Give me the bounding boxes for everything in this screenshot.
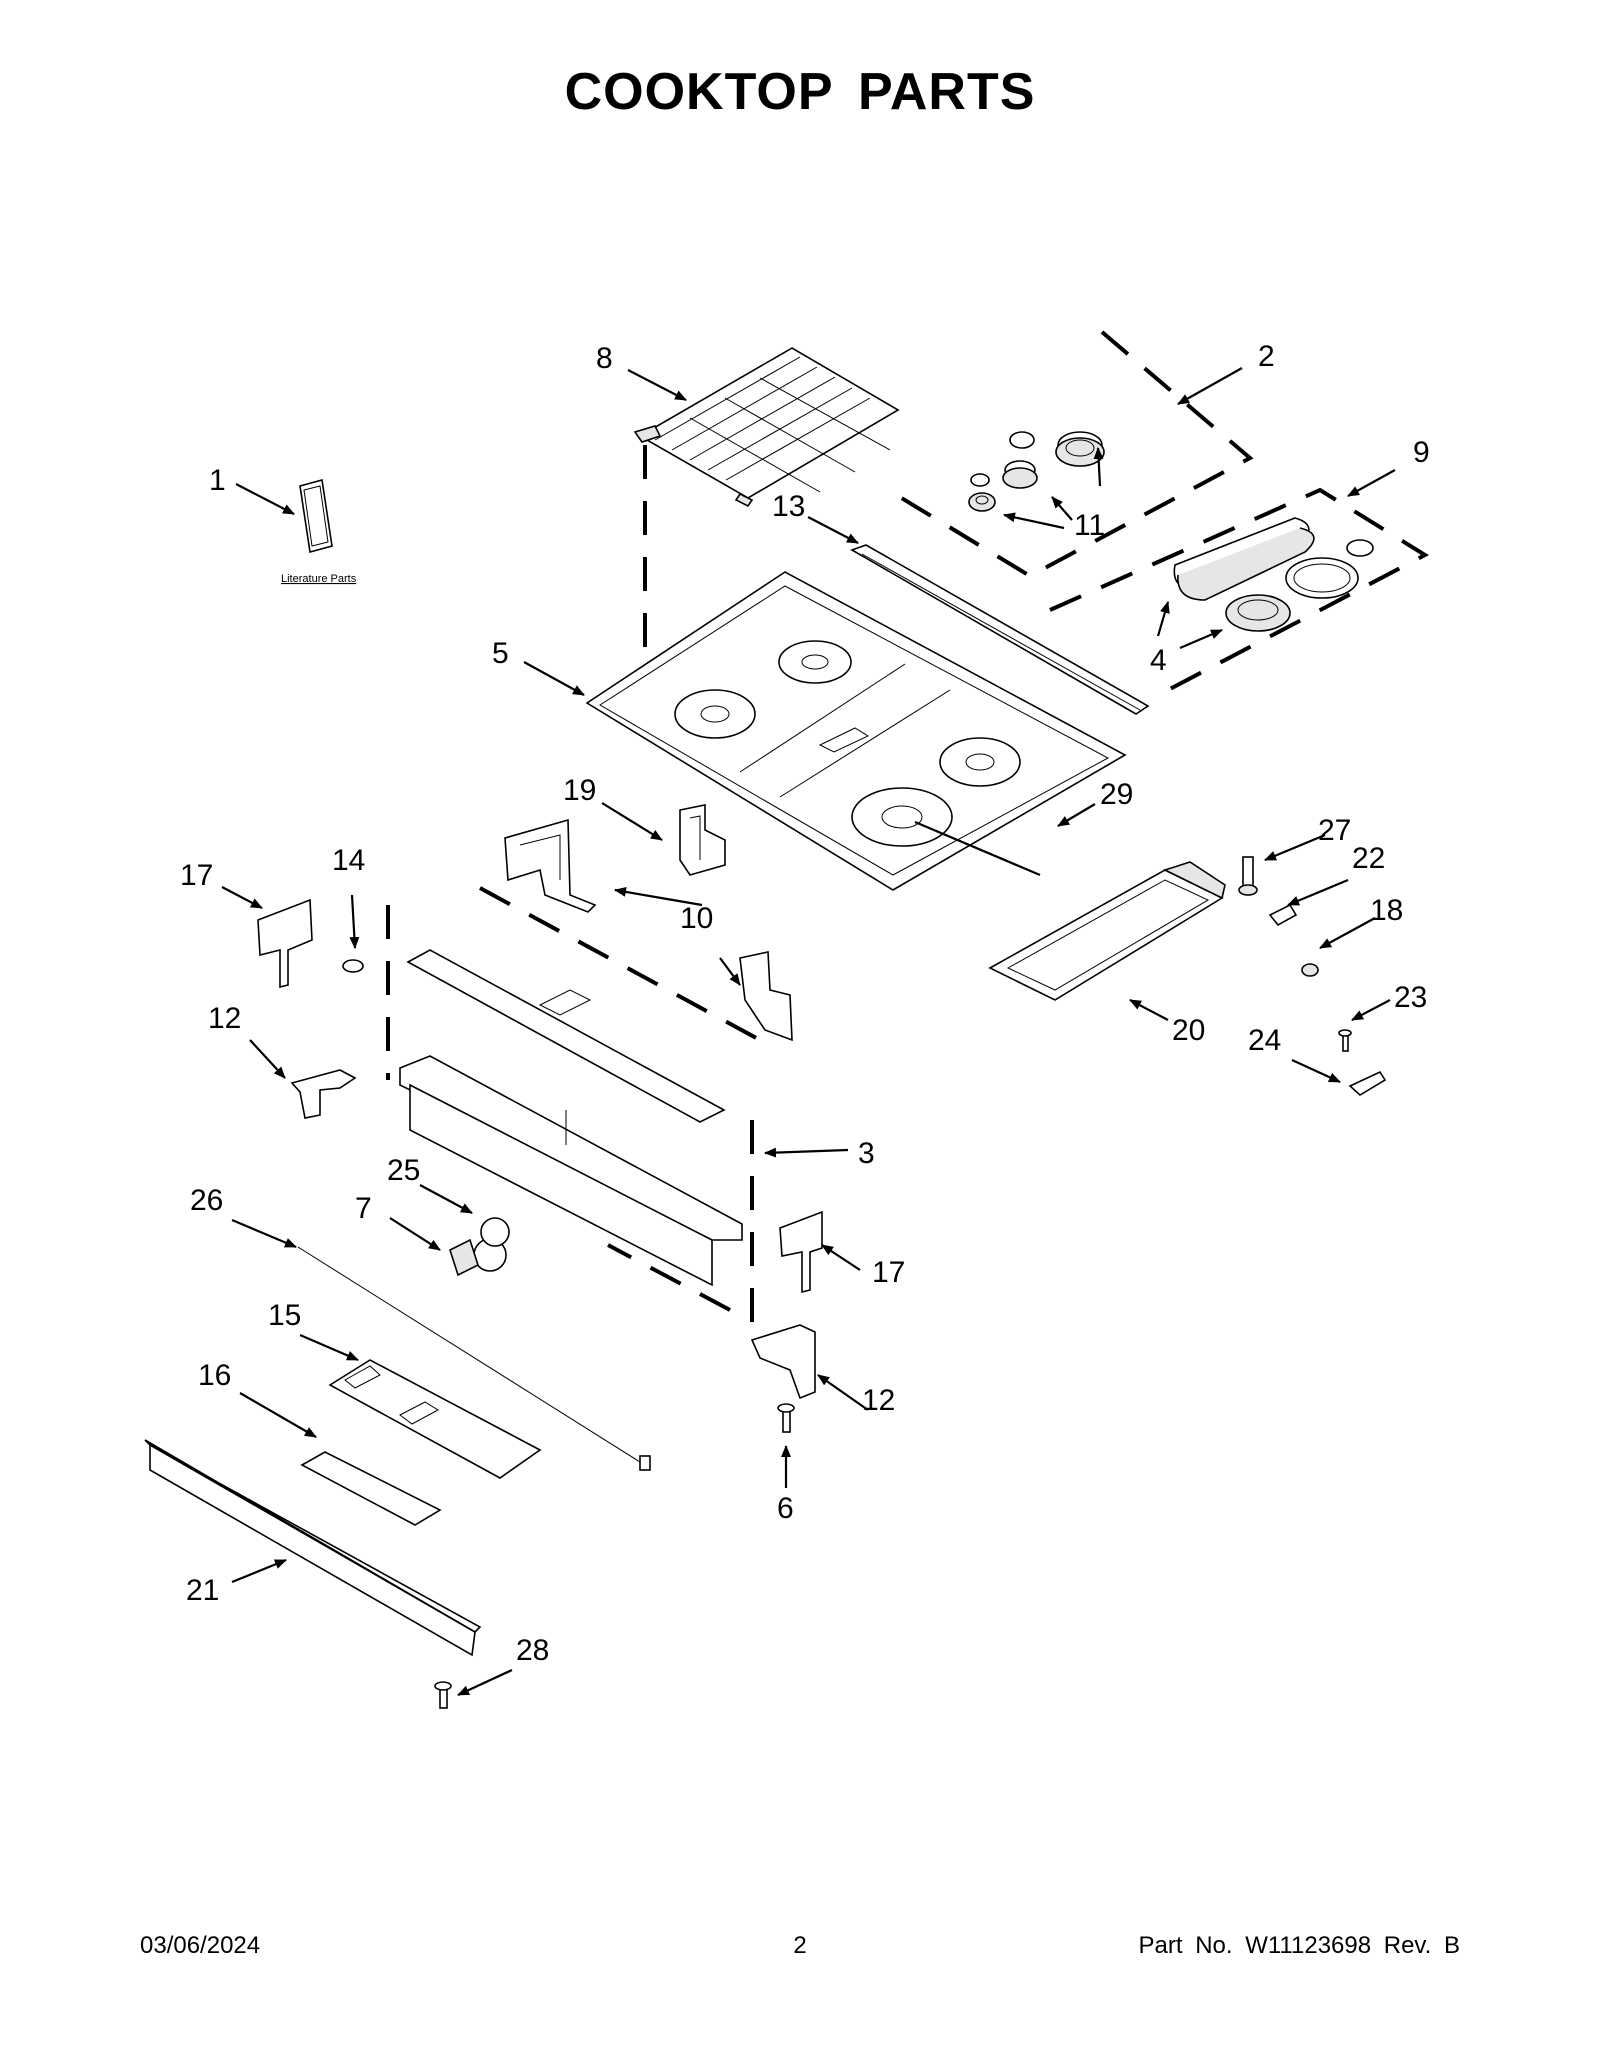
callout-13: 13 [772,490,805,523]
callout-17-right: 17 [872,1256,905,1289]
callout-12-left: 12 [208,1002,241,1035]
callout-6: 6 [777,1492,794,1525]
callout-15: 15 [268,1299,301,1332]
callout-19: 19 [563,774,596,807]
small-hardware-parts [1238,856,1387,1096]
callout-20: 20 [1172,1014,1205,1047]
oval-burner-outline-9 [1049,487,1430,692]
callout-5: 5 [492,637,509,670]
control-panel-outline-3 [386,886,761,1330]
rear-trim-part-13 [850,544,1150,715]
callout-18: 18 [1370,894,1403,927]
literature-part-1: Literature Parts [281,478,357,585]
callout-7: 7 [355,1192,372,1225]
callout-1: 1 [209,464,226,497]
callout-9: 9 [1413,436,1430,469]
page-title: COOKTOP PARTS [564,63,1036,121]
callout-29: 29 [1100,778,1133,811]
callout-24: 24 [1248,1024,1281,1057]
callout-17-left: 17 [180,859,213,892]
bracket-parts-19-10 [504,804,793,1042]
tray-part-20 [988,861,1226,1001]
callout-21: 21 [186,1574,219,1607]
grate-part-8 [633,347,900,508]
burner-group-outline-2 [883,330,1254,579]
callout-8: 8 [596,342,613,375]
callout-4: 4 [1150,644,1167,677]
footer-part-number: Part No. W11123698 Rev. B [1138,1932,1460,1959]
burner-parts-11 [968,431,1105,512]
callout-22: 22 [1352,842,1385,875]
callout-labels: 1 2 3 4 5 6 7 8 9 10 11 12 12 13 14 15 1… [180,340,1430,1667]
callout-11: 11 [1074,509,1105,542]
lower-electronics-parts [144,1246,651,1709]
callout-16: 16 [198,1359,231,1392]
callout-28: 28 [516,1634,549,1667]
callout-3: 3 [858,1137,875,1170]
right-side-brackets-17-12-6 [750,1210,823,1433]
left-side-brackets-17-14-12 [257,898,364,1119]
control-panel-part-3 [399,949,743,1287]
callout-27: 27 [1318,814,1351,847]
callout-10: 10 [680,902,713,935]
cooktop-main-top-part-5 [585,571,1127,891]
burner-leader-29 [914,820,1041,877]
leader-arrows [221,367,1396,1696]
callout-23: 23 [1394,981,1427,1014]
literature-parts-label: Literature Parts [281,573,357,585]
callout-26: 26 [190,1184,223,1217]
footer-date: 03/06/2024 [140,1932,261,1959]
callout-14: 14 [332,844,365,877]
footer-page-number: 2 [793,1932,807,1959]
callout-2: 2 [1258,340,1275,373]
callout-12-right: 12 [862,1384,895,1417]
oval-burner-parts-4 [1173,517,1374,632]
callout-25: 25 [387,1154,420,1187]
